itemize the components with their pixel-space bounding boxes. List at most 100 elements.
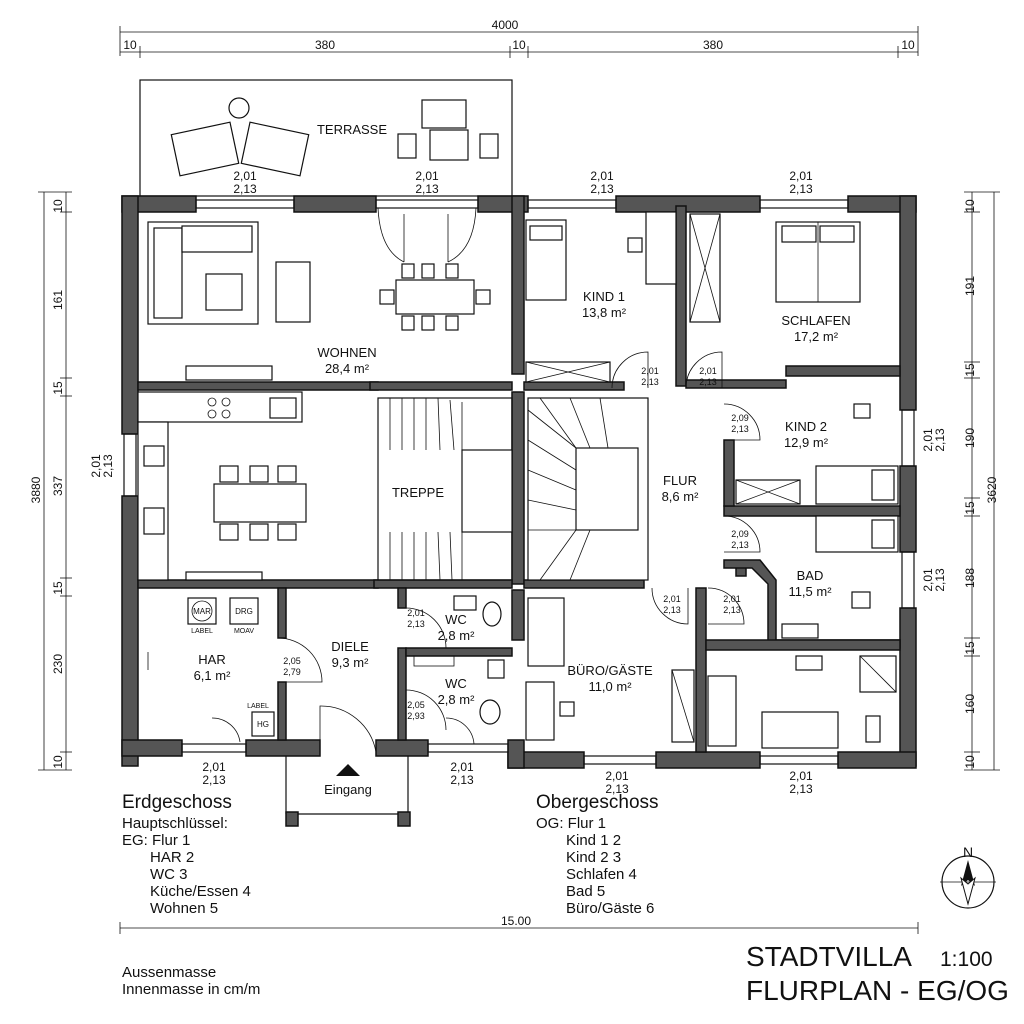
title-scale: 1:100 xyxy=(940,948,993,971)
dim-left-total: 3880 xyxy=(29,476,43,503)
har-room: MAR DRG LABEL MOAV LABEL HG HAR 6,1 m² xyxy=(147,597,275,737)
dim-left-seg-5: 15 xyxy=(51,581,65,595)
label-mar: MAR xyxy=(193,607,211,616)
dim-left-seg-7: 10 xyxy=(51,755,65,769)
schlafen-label: SCHLAFEN xyxy=(781,313,850,328)
title-block: STADTVILLA 1:100 FLURPLAN - EG/OG xyxy=(746,941,1009,1006)
north-arrow-icon: N xyxy=(940,844,996,909)
dim-right-seg-1: 10 xyxy=(963,199,977,213)
living-furniture xyxy=(147,221,491,381)
door-label-bad-a: 2,09 xyxy=(731,529,749,539)
dim-left-seg-1: 10 xyxy=(51,199,65,213)
dim-right-seg-7: 15 xyxy=(963,641,977,655)
door-label-wc1-b: 2,13 xyxy=(407,619,425,629)
legend-eg-title: Erdgeschoss xyxy=(122,792,232,813)
window-label-bot2-a: 2,01 xyxy=(450,760,474,774)
door-label-schlaf-a: 2,01 xyxy=(699,366,717,376)
door-label-bath2-b: 2,13 xyxy=(723,605,741,615)
right-dimension-lines: 3620 10 191 15 190 15 188 15 160 10 xyxy=(963,191,1000,771)
wc-rooms: WC 2,8 m² WC 2,8 m² xyxy=(413,595,505,725)
kind1-label: KIND 1 xyxy=(583,289,625,304)
wohnen-area: 28,4 m² xyxy=(325,361,370,376)
buero-room xyxy=(525,597,695,743)
window-label-right1-b: 2,13 xyxy=(933,428,947,452)
kitchen-furniture xyxy=(137,391,307,581)
legend-og-item: Schlafen 4 xyxy=(566,866,637,883)
legend-eg-item: Wohnen 5 xyxy=(150,900,219,917)
dim-top-right-span: 380 xyxy=(703,38,723,52)
window-label-4b: 2,13 xyxy=(789,182,813,196)
dim-right-seg-5: 15 xyxy=(963,501,977,515)
window-label-right1-a: 2,01 xyxy=(921,428,935,452)
window-label-bot2-b: 2,13 xyxy=(450,773,474,787)
door-label-wc2-b: 2,93 xyxy=(407,711,425,721)
dim-left-seg-3: 15 xyxy=(51,381,65,395)
label-moav: MOAV xyxy=(234,628,254,635)
entrance-label: Eingang xyxy=(324,782,372,797)
dim-top-total: 4000 xyxy=(492,18,519,32)
har-area: 6,1 m² xyxy=(194,668,232,683)
kind2-room xyxy=(735,403,899,505)
dim-top-mid: 10 xyxy=(512,38,526,52)
legend-erdgeschoss: Erdgeschoss Hauptschlüssel: EG: Flur 1 H… xyxy=(122,791,342,917)
window-label-right2-a: 2,01 xyxy=(921,568,935,592)
wc2-area: 2,8 m² xyxy=(438,692,476,707)
title-line-1: STADTVILLA xyxy=(746,941,912,972)
opening-labels: 2,01 2,13 2,01 2,13 2,01 2,13 2,01 2,13 … xyxy=(89,169,947,796)
doors: 2,01 2,13 2,01 2,13 2,09 2,13 2,09 2,13 … xyxy=(211,207,761,753)
dim-right-seg-2: 191 xyxy=(963,276,977,296)
diele-area: 9,3 m² xyxy=(332,655,370,670)
bad-label: BAD xyxy=(797,568,824,583)
stairs-label: TREPPE xyxy=(392,485,444,500)
dim-right-total: 3620 xyxy=(985,476,999,503)
legend-og-item: Kind 1 2 xyxy=(566,832,622,849)
har-label: HAR xyxy=(198,652,225,667)
dim-right-seg-8: 160 xyxy=(963,694,977,714)
window-label-3a: 2,01 xyxy=(590,169,614,183)
window-label-bot3-b: 2,13 xyxy=(605,782,629,796)
dim-right-seg-3: 15 xyxy=(963,363,977,377)
dim-right-seg-6: 188 xyxy=(963,568,977,588)
door-label-kind2-b: 2,13 xyxy=(731,424,749,434)
bottom-dimension-line: 15.00 xyxy=(119,914,919,934)
dim-left-seg-4: 337 xyxy=(51,476,65,496)
dim-top-left-margin: 10 xyxy=(123,38,137,52)
buero-label: BÜRO/GÄSTE xyxy=(567,663,653,678)
dim-bottom-total: 15.00 xyxy=(501,914,531,928)
window-label-1a: 2,01 xyxy=(233,169,257,183)
diele-label: DIELE xyxy=(331,639,369,654)
dim-top-left-span: 380 xyxy=(315,38,335,52)
dim-right-seg-4: 190 xyxy=(963,428,977,448)
door-label-buero-b: 2,13 xyxy=(663,605,681,615)
legend-eg-subtitle: Hauptschlüssel: xyxy=(122,815,228,832)
legend-og-item: OG: Flur 1 xyxy=(536,815,607,832)
label-label2: LABEL xyxy=(247,703,269,710)
wc2-label: WC xyxy=(445,676,467,691)
room-labels: WOHNEN 28,4 m² DIELE 9,3 m² KIND 1 13,8 … xyxy=(317,289,850,694)
left-dimension-lines: 3880 10 161 15 337 15 230 10 xyxy=(29,191,72,771)
note-aussenmasse: Aussenmasse xyxy=(122,964,217,981)
window-label-bot4-a: 2,01 xyxy=(789,769,813,783)
door-label-bath2-a: 2,01 xyxy=(723,594,741,604)
label-drg: DRG xyxy=(235,607,253,616)
legend-eg-item: HAR 2 xyxy=(150,849,195,866)
window-label-2a: 2,01 xyxy=(415,169,439,183)
label-hg: HG xyxy=(257,720,269,729)
legend-eg-item: EG: Flur 1 xyxy=(122,832,191,849)
door-label-har-b: 2,79 xyxy=(283,667,301,677)
door-label-wc1-a: 2,01 xyxy=(407,608,425,618)
schlafen-room xyxy=(689,213,861,323)
window-label-bot1-b: 2,13 xyxy=(202,773,226,787)
legend-og-item: Kind 2 3 xyxy=(566,849,622,866)
legend-og-item: Bad 5 xyxy=(566,883,606,900)
bad-room xyxy=(781,515,899,639)
window-label-4a: 2,01 xyxy=(789,169,813,183)
buero-area: 11,0 m² xyxy=(588,679,632,694)
door-label-buero-a: 2,01 xyxy=(663,594,681,604)
terrace-label: TERRASSE xyxy=(317,122,387,137)
dim-left-seg-6: 230 xyxy=(51,654,65,674)
door-label-wc2-a: 2,05 xyxy=(407,700,425,710)
window-label-1b: 2,13 xyxy=(233,182,257,196)
title-line-2: FLURPLAN - EG/OG xyxy=(746,975,1009,1006)
